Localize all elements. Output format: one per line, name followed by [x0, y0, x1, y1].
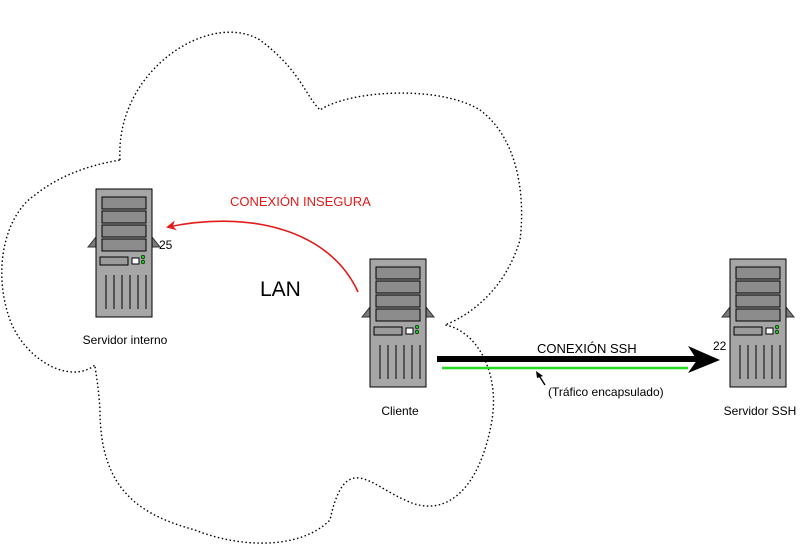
server-client-icon [361, 258, 435, 388]
server-ssh-icon [721, 258, 795, 388]
ssh-connection-label: CONEXIÓN SSH [537, 341, 637, 356]
ssh-tunnel-arrowhead [688, 346, 720, 373]
port-internal-label: 25 [159, 238, 173, 252]
server-internal-icon [87, 188, 161, 318]
client-label: Cliente [381, 404, 419, 418]
internal-server-label: Servidor interno [82, 333, 168, 347]
insecure-connection-label: CONEXIÓN INSEGURA [230, 194, 371, 209]
encapsulated-traffic-label: (Tráfico encapsulado) [548, 385, 664, 399]
insecure-connection-arrow [166, 220, 359, 293]
ssh-server-label: Servidor SSH [723, 404, 797, 418]
lan-cloud [1, 31, 523, 544]
port-ssh-label: 22 [713, 339, 727, 353]
lan-label: LAN [260, 278, 301, 301]
